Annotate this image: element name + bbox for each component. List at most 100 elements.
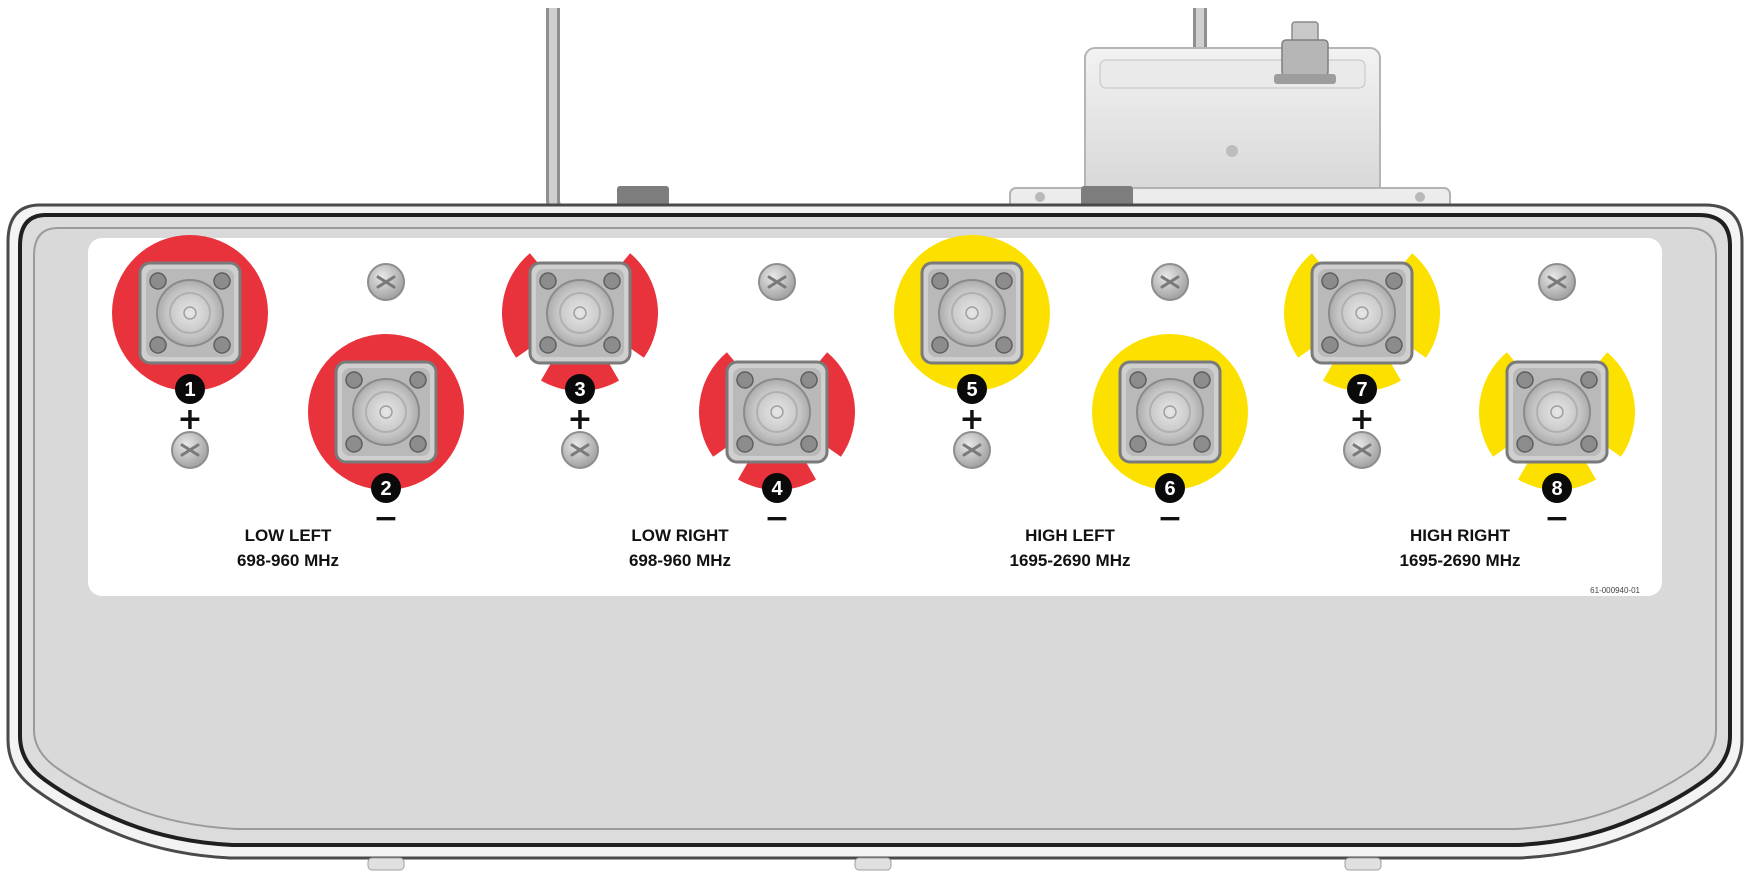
port-polarity: − <box>373 501 398 536</box>
flange-screw <box>1321 272 1339 290</box>
connector-socket <box>156 279 224 347</box>
flange-screw <box>1385 336 1403 354</box>
part-number: 61-000940-01 <box>1590 586 1640 595</box>
connector-socket <box>938 279 1006 347</box>
flange-screw <box>345 371 363 389</box>
flange-screw <box>213 336 231 354</box>
flange-screw <box>1193 435 1211 453</box>
flange-screw <box>1385 272 1403 290</box>
flange-screw <box>1129 435 1147 453</box>
port-number: 6 <box>1164 478 1175 500</box>
connector-inner-ring <box>1341 292 1383 334</box>
port-number-badge <box>1542 473 1572 503</box>
flange-screw <box>539 336 557 354</box>
flange-screw <box>1321 336 1339 354</box>
connector-pin <box>770 405 784 419</box>
port-number: 8 <box>1551 478 1562 500</box>
port-6: 6− <box>1092 334 1248 536</box>
connector-socket <box>1523 378 1591 446</box>
group-freq-low-right: 698-960 MHz <box>629 551 731 570</box>
panel-screw <box>953 431 991 469</box>
housing-feet <box>367 857 1382 871</box>
port-polarity: − <box>1544 501 1569 536</box>
port-2: 2− <box>308 334 464 536</box>
panel-screw <box>367 263 405 301</box>
connector-inner-ring <box>169 292 211 334</box>
connector-pin <box>1163 405 1177 419</box>
mounting-clamp-block <box>1009 47 1451 211</box>
port-label-panel <box>88 238 1662 596</box>
flange-screw <box>149 272 167 290</box>
port-number: 2 <box>380 478 391 500</box>
connector-socket <box>546 279 614 347</box>
port-number-badge <box>1347 374 1377 404</box>
port-8: 8− <box>1479 352 1635 536</box>
clamp-bolt <box>1274 21 1336 84</box>
panel-screw <box>1343 431 1381 469</box>
connector-inner-ring <box>951 292 993 334</box>
panel-screw <box>171 431 209 469</box>
port-1: 1+ <box>112 235 268 437</box>
flange-screw <box>995 272 1013 290</box>
group-freq-high-left: 1695-2690 MHz <box>1010 551 1131 570</box>
flange-screw <box>409 435 427 453</box>
connector-inner-ring <box>756 391 798 433</box>
port-3: 3+ <box>502 253 659 437</box>
ports-layer: 1+2−3+4−5+6−7+8− <box>112 235 1635 536</box>
flange-screw <box>736 435 754 453</box>
panel-screw <box>1151 263 1189 301</box>
port-number-badge <box>762 473 792 503</box>
group-labels: LOW LEFT 698-960 MHz LOW RIGHT 698-960 M… <box>237 526 1521 570</box>
port-polarity: − <box>1157 501 1182 536</box>
connector-socket <box>352 378 420 446</box>
connector-pin <box>379 405 393 419</box>
connector-pin <box>1550 405 1564 419</box>
connector-socket <box>1328 279 1396 347</box>
port-number-badge <box>1155 473 1185 503</box>
connector-socket <box>743 378 811 446</box>
connector-pin <box>573 306 587 320</box>
connector-inner-ring <box>559 292 601 334</box>
flange-screw <box>213 272 231 290</box>
flange-screw <box>1516 435 1534 453</box>
flange-screw <box>995 336 1013 354</box>
connector-pin <box>183 306 197 320</box>
port-number-badge <box>957 374 987 404</box>
port-number-badge <box>371 473 401 503</box>
port-polarity: − <box>764 501 789 536</box>
flange-screw <box>931 336 949 354</box>
connector-inner-ring <box>1536 391 1578 433</box>
group-freq-high-right: 1695-2690 MHz <box>1400 551 1521 570</box>
flange-screw <box>409 371 427 389</box>
panel-screws <box>171 263 1576 469</box>
port-5: 5+ <box>894 235 1050 437</box>
flange-screw <box>800 435 818 453</box>
group-name-low-left: LOW LEFT <box>245 526 332 545</box>
port-number: 4 <box>771 478 783 500</box>
flange-screw <box>736 371 754 389</box>
flange-screw <box>603 272 621 290</box>
connector-socket <box>1136 378 1204 446</box>
port-number-badge <box>565 374 595 404</box>
connector-pin <box>965 306 979 320</box>
panel-screw <box>758 263 796 301</box>
panel-screw <box>1538 263 1576 301</box>
flange-screw <box>1580 435 1598 453</box>
group-freq-low-left: 698-960 MHz <box>237 551 339 570</box>
port-number: 5 <box>966 379 977 401</box>
flange-screw <box>539 272 557 290</box>
flange-screw <box>1580 371 1598 389</box>
group-name-high-left: HIGH LEFT <box>1025 526 1115 545</box>
port-number: 1 <box>184 379 195 401</box>
flange-screw <box>345 435 363 453</box>
flange-screw <box>149 336 167 354</box>
flange-screw <box>1516 371 1534 389</box>
group-name-high-right: HIGH RIGHT <box>1410 526 1511 545</box>
flange-screw <box>800 371 818 389</box>
flange-screw <box>1193 371 1211 389</box>
port-7: 7+ <box>1284 253 1440 437</box>
port-number-badge <box>175 374 205 404</box>
group-name-low-right: LOW RIGHT <box>631 526 729 545</box>
connector-pin <box>1355 306 1369 320</box>
